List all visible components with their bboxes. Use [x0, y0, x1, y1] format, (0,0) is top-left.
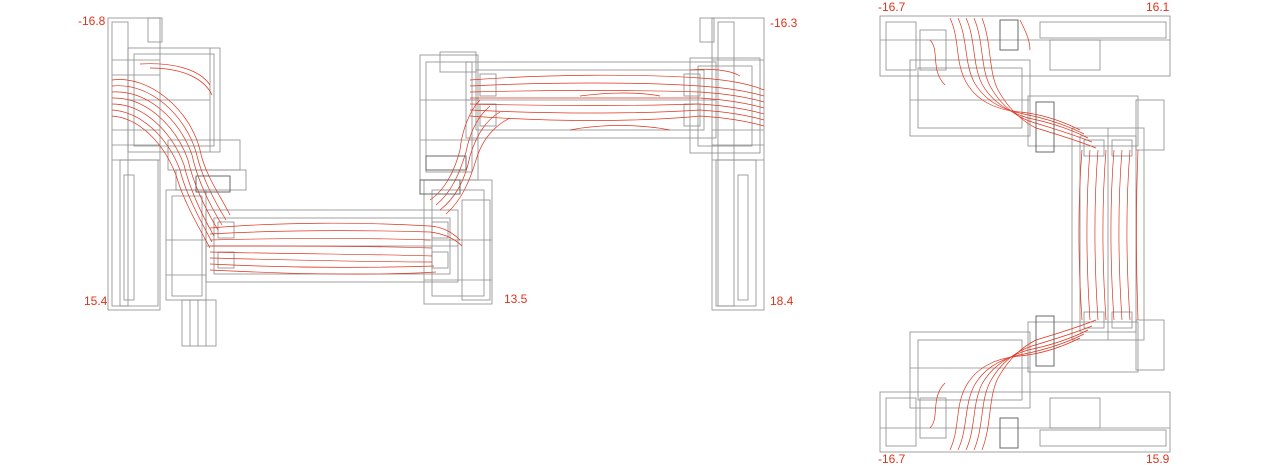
temperature-label-middle-top: -16.3 [770, 16, 798, 30]
isotherm-lines [111, 17, 1139, 451]
left-section-profiles [107, 17, 493, 347]
temperature-label-left-bottom-mid: 13.5 [504, 292, 528, 306]
temperature-label-right-top-right: 16.1 [1146, 0, 1170, 14]
temperature-label-right-top-left: -16.7 [878, 0, 906, 14]
right-section-profiles [879, 15, 1171, 453]
temperature-label-left-top: -16.8 [78, 14, 106, 28]
upper-section-profiles [419, 17, 765, 311]
temperature-label-right-bottom-left: -16.7 [878, 452, 906, 466]
temperature-label-right-bottom-right: 15.9 [1146, 452, 1170, 466]
temperature-label-left-bottom: 15.4 [84, 294, 108, 308]
temperature-label-middle-bottom: 18.4 [770, 294, 794, 308]
thermal-break-details [195, 19, 1055, 449]
